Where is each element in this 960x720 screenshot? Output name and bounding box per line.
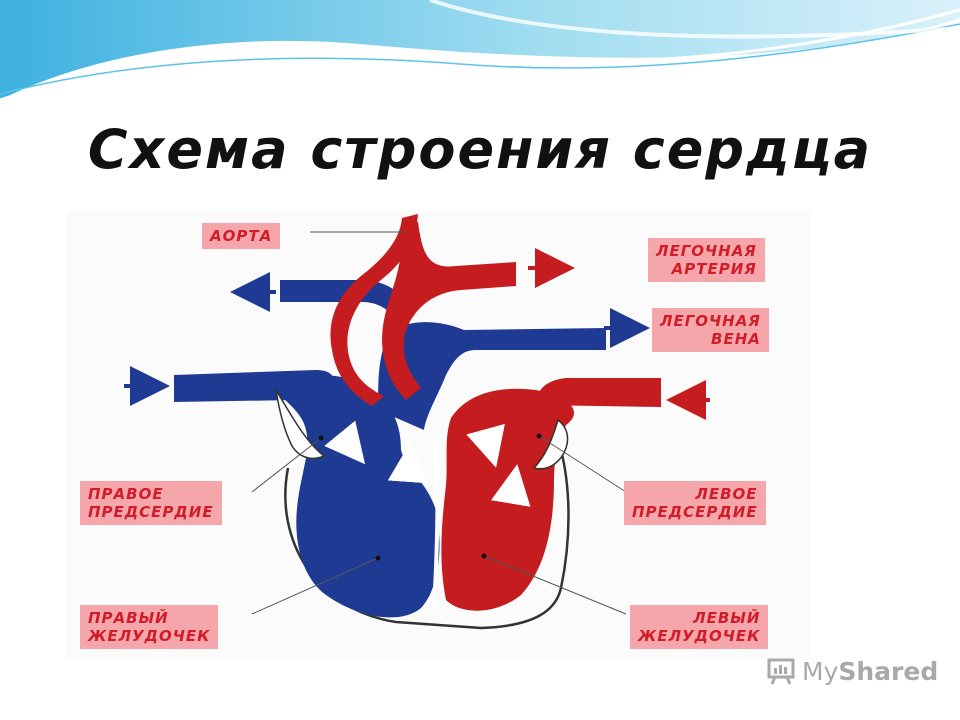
leader-right-ventricle — [251, 557, 379, 615]
leader-left-atrium — [538, 435, 627, 493]
left-heart-chambers — [441, 388, 575, 611]
label-pulmonary-vein-line1: ЛЕГОЧНАЯ — [660, 312, 761, 330]
leader-dot-left-atrium — [536, 433, 542, 439]
watermark-brand-my: My — [802, 656, 839, 686]
page-title: Схема строения сердца — [87, 118, 873, 181]
aorta-vessel — [382, 222, 516, 400]
label-aorta-text: АОРТА — [210, 227, 273, 245]
label-left-ventricle: ЛЕВЫЙ ЖЕЛУДОЧЕК — [630, 605, 769, 649]
heart-diagram-panel — [66, 210, 810, 660]
label-pulmonary-artery-line1: ЛЕГОЧНАЯ — [656, 242, 757, 260]
arrow-inside-left-atrium — [466, 423, 505, 468]
pericardium-outline — [284, 449, 570, 630]
pulmonary-vein-vessel — [536, 378, 661, 407]
aorta-arch — [330, 214, 418, 406]
presentation-board-icon — [767, 658, 795, 685]
label-right-ventricle: ПРАВЫЙ ЖЕЛУДОЧЕК — [80, 605, 219, 649]
label-right-ventricle-line2: ЖЕЛУДОЧЕК — [88, 627, 211, 645]
tricuspid-valve — [275, 389, 326, 460]
arrow-inside-right-atrium — [324, 420, 366, 465]
label-right-ventricle-line1: ПРАВЫЙ — [88, 609, 169, 627]
pulmonary-artery-vessel — [378, 322, 606, 430]
septum — [432, 439, 440, 609]
label-pulmonary-artery: ЛЕГОЧНАЯ АРТЕРИЯ — [648, 238, 765, 282]
label-aorta: АОРТА — [202, 223, 281, 249]
label-pulmonary-artery-line2: АРТЕРИЯ — [671, 260, 757, 278]
label-left-atrium-line2: ПРЕДСЕРДИЕ — [632, 503, 758, 521]
label-right-atrium-line1: ПРАВОЕ — [88, 485, 164, 503]
decorative-top-wave — [0, 0, 960, 102]
watermark-brand-shared: Shared — [838, 656, 939, 686]
arrow-inside-left-up — [491, 464, 531, 507]
label-left-atrium: ЛЕВОЕ ПРЕДСЕРДИЕ — [624, 481, 766, 525]
label-left-ventricle-line2: ЖЕЛУДОЧЕК — [638, 627, 761, 645]
right-heart-chambers — [276, 374, 440, 618]
arrow-inside-right-up — [387, 442, 428, 484]
leader-left-ventricle — [483, 555, 627, 615]
leader-dot-left-ventricle — [481, 553, 487, 559]
label-pulmonary-vein: ЛЕГОЧНАЯ ВЕНА — [652, 308, 769, 352]
label-pulmonary-vein-line2: ВЕНА — [711, 330, 761, 348]
leader-right-atrium — [251, 437, 322, 493]
heart-diagram — [124, 214, 710, 630]
label-left-ventricle-line1: ЛЕВЫЙ — [693, 609, 761, 627]
label-right-atrium-line2: ПРЕДСЕРДИЕ — [88, 503, 214, 521]
mitral-valve — [532, 418, 569, 470]
label-left-atrium-line1: ЛЕВОЕ — [695, 485, 758, 503]
leader-dot-right-ventricle — [375, 555, 381, 561]
leader-dot-right-atrium — [318, 435, 324, 441]
label-right-atrium: ПРАВОЕ ПРЕДСЕРДИЕ — [80, 481, 222, 525]
watermark: MyShared — [766, 656, 938, 686]
